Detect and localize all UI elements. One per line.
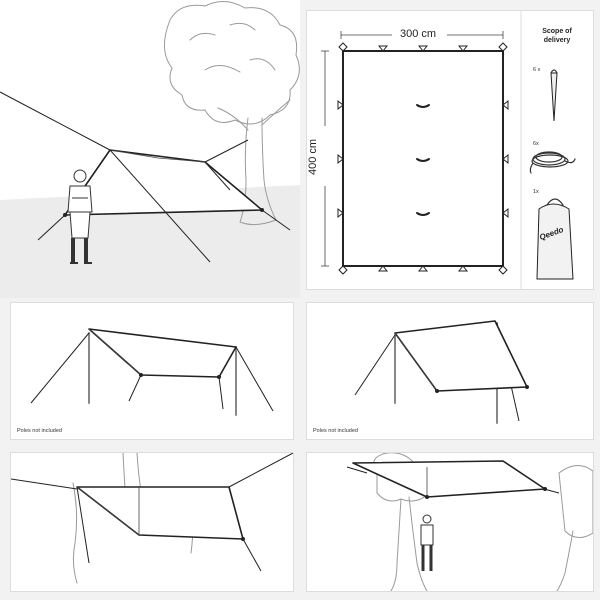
setup-illustration-b [354, 320, 529, 424]
rope-qty: 6x [533, 141, 539, 147]
setup-panel-b: Poles not included [306, 302, 594, 440]
person-figure [420, 514, 434, 571]
bag-qty: 1x [533, 189, 539, 195]
storage-bag-icon [536, 198, 574, 280]
hero-illustration [0, 1, 300, 298]
person-figure [67, 169, 93, 264]
setup-illustration-a [30, 328, 274, 416]
setup-panel-d [306, 452, 594, 592]
dimension-panel: 300 cm 400 cm Scope of delivery 6 x 6x 1… [306, 10, 594, 290]
rope-icon [529, 151, 576, 174]
setup-panel-c [10, 452, 294, 592]
height-dimension-label: 400 cm [307, 138, 320, 176]
tent-peg-icon [550, 69, 558, 122]
setup-illustration-c [11, 453, 293, 584]
poles-note: Poles not included [17, 428, 62, 434]
scope-title: Scope of delivery [542, 28, 572, 44]
scene-panel-hero [0, 0, 300, 298]
poles-note: Poles not included [313, 428, 358, 434]
width-dimension-label: 300 cm [400, 28, 437, 40]
peg-qty: 6 x [533, 67, 541, 73]
setup-panel-a: Poles not included [10, 302, 294, 440]
setup-illustration-d [346, 453, 593, 591]
tarp-dimension-diagram [321, 11, 576, 289]
